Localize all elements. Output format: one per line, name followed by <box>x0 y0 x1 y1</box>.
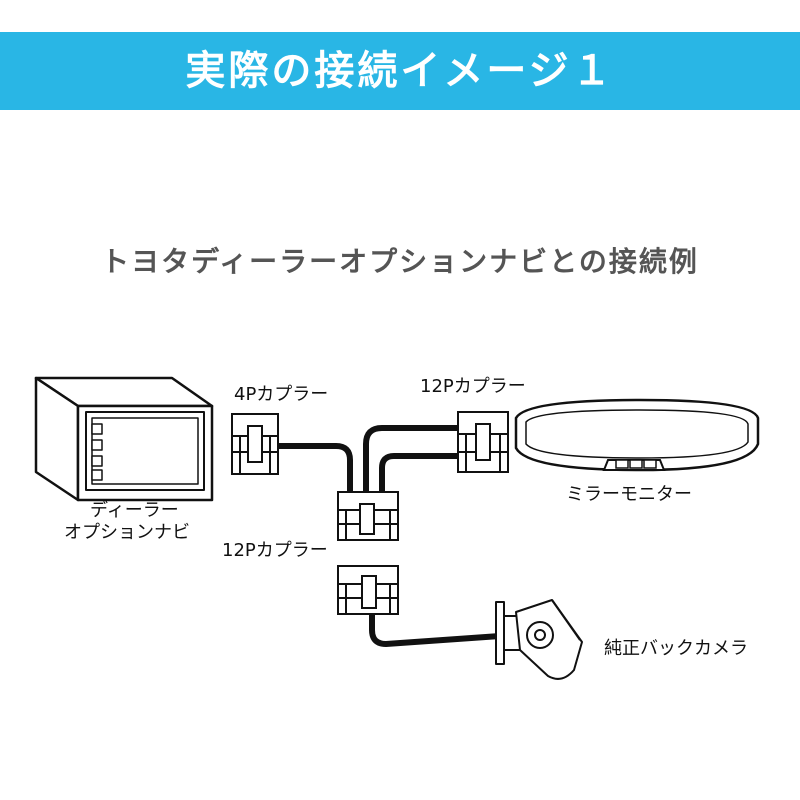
mirror-monitor <box>514 398 760 472</box>
page-title: 実際の接続イメージ１ <box>185 48 615 94</box>
connection-cables <box>275 425 503 647</box>
dealer-option-navi <box>34 376 214 502</box>
label-12p-coupler-bottom: 12Pカプラー <box>222 540 328 561</box>
back-camera <box>495 599 583 680</box>
label-navi-line1: ディーラー <box>90 500 179 521</box>
label-navi-line2: オプションナビ <box>64 522 190 543</box>
diagram-subtitle: トヨタディーラーオプションナビとの接続例 <box>101 245 699 278</box>
coupler-4p <box>231 413 279 475</box>
coupler-12p-bottom <box>337 565 399 615</box>
label-4p-coupler: 4Pカプラー <box>234 384 328 405</box>
label-back-camera: 純正バックカメラ <box>604 638 748 659</box>
coupler-12p-top <box>457 411 509 473</box>
title-banner <box>0 32 800 110</box>
label-12p-coupler-top: 12Pカプラー <box>420 376 526 397</box>
label-mirror-monitor: ミラーモニター <box>566 484 692 505</box>
junction-coupler <box>337 491 399 541</box>
